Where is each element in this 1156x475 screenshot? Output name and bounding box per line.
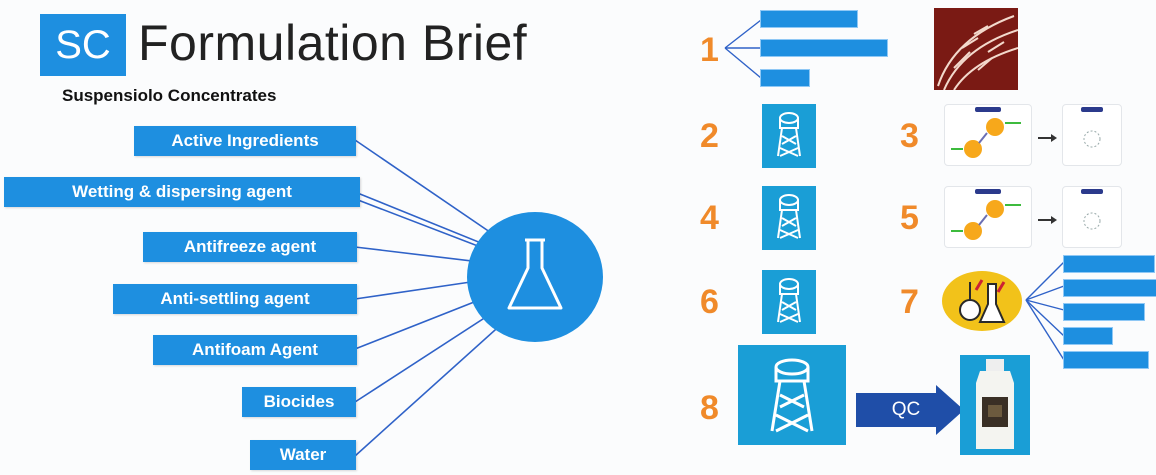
page-subtitle: Suspensiolo Concentrates [62,86,277,105]
step7-box-2 [1063,279,1156,297]
reactor-tower-icon [762,186,816,250]
ingredient-water: Water [250,440,356,470]
arrow-icon [1038,212,1058,224]
ingredient-antifoam-agent: Antifoam Agent [153,335,357,365]
sc-badge: SC [40,14,126,76]
step1-box-2 [760,39,888,57]
ingredient-active-ingredients: Active Ingredients [134,126,356,156]
ingredient-antifreeze-agent: Antifreeze agent [143,232,357,262]
step1-box-3 [760,69,810,87]
step-number-8: 8 [700,389,719,427]
step-number-1: 1 [700,31,719,69]
step-number-2: 2 [700,117,719,155]
step7-box-5 [1063,351,1149,369]
reactor-tower-icon [762,270,816,334]
reaction-diagram-icon [944,104,1032,166]
reactor-tower-icon [762,104,816,168]
product-bottle-image [960,355,1030,455]
reaction-diagram-icon [944,186,1032,248]
step-number-4: 4 [700,199,719,237]
reaction-diagram-icon [1062,186,1122,248]
arrow-icon [1038,130,1058,142]
step7-connectors [1025,261,1065,361]
step7-box-3 [1063,303,1145,321]
reaction-diagram-icon [1062,104,1122,166]
step-number-7: 7 [900,283,919,321]
step-number-6: 6 [700,283,719,321]
qc-arrow [856,385,964,435]
red-texture-image [934,8,1018,90]
ingredient-biocides: Biocides [242,387,356,417]
ingredient-anti-settling-agent: Anti-settling agent [113,284,357,314]
page-title: Formulation Brief [138,15,528,71]
ingredient-wetting-dispersing-agent: Wetting & dispersing agent [4,177,360,207]
step7-box-1 [1063,255,1155,273]
step1-connectors [724,19,762,79]
step-number-5: 5 [900,199,919,237]
flask-icon [465,210,605,344]
step-number-3: 3 [900,117,919,155]
step1-box-1 [760,10,858,28]
step7-box-4 [1063,327,1113,345]
lab-glassware-icon [940,270,1024,332]
qc-label: QC [891,399,921,420]
reactor-tower-icon [738,345,846,445]
